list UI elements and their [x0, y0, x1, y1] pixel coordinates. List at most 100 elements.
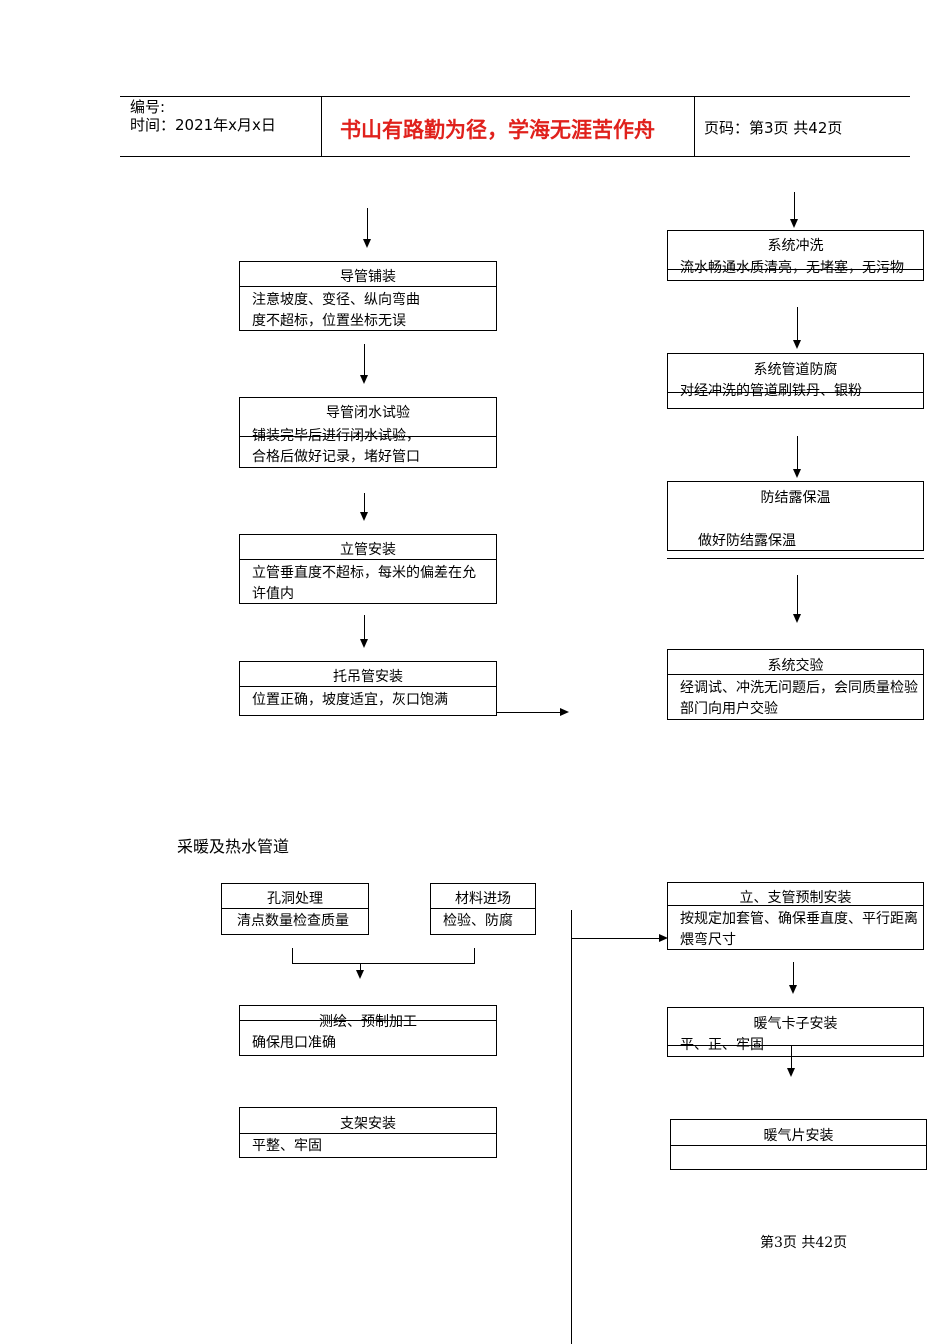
flow-arrow: [797, 436, 798, 470]
step-title: 系统冲洗: [767, 238, 824, 254]
box-divider: [240, 559, 496, 560]
step-title: 导管闭水试验: [326, 405, 410, 421]
step-hole-treatment: 孔洞处理 清点数量检查质量: [221, 883, 369, 935]
step-title: 托吊管安装: [333, 669, 403, 685]
flow-arrow: [364, 615, 365, 640]
box-divider: [240, 286, 496, 287]
box-divider: [240, 1133, 496, 1134]
step-desc-line: 检验、防腐: [443, 913, 513, 929]
step-title: 暖气片安装: [763, 1128, 834, 1144]
step-system-acceptance: 系统交验 经调试、冲洗无问题后，会同质量检验 部门向用户交验: [667, 649, 924, 720]
box-divider: [240, 686, 496, 687]
arrow-head-icon: [789, 985, 797, 994]
header-divider-1: [321, 96, 322, 157]
arrow-head-icon: [659, 934, 668, 942]
arrow-head-icon: [793, 340, 801, 349]
doc-time-label: 时间：2021年x月x日: [130, 116, 276, 134]
step-desc-line: 铺装完毕后进行闭水试验，: [252, 428, 420, 444]
flow-arrow: [360, 963, 361, 971]
step-title: 测绘、预制加工: [319, 1014, 417, 1030]
header-top-rule: [120, 96, 910, 97]
step-title: 防结露保温: [760, 490, 831, 506]
step-desc-line: 度不超标，位置坐标无误: [252, 313, 406, 329]
flow-connector: [571, 910, 572, 1344]
step-desc-line: 确保甩口准确: [252, 1035, 336, 1051]
step-radiator-clamp: 暖气卡子安装 平、正、牢固: [667, 1007, 924, 1057]
step-desc-line: 合格后做好记录，堵好管口: [252, 449, 420, 465]
arrow-head-icon: [787, 1068, 795, 1077]
step-desc-line: 部门向用户交验: [680, 701, 778, 717]
box-divider: [431, 908, 535, 909]
flow-arrow: [797, 575, 798, 615]
flow-arrow: [571, 938, 659, 939]
arrow-head-icon: [793, 469, 801, 478]
step-title: 立、支管预制安装: [739, 890, 852, 906]
arrow-head-icon: [356, 970, 364, 979]
header-bottom-rule: [120, 156, 910, 157]
step-title: 导管铺装: [340, 269, 396, 285]
step-title: 立管安装: [340, 542, 396, 558]
step-desc-line: 经调试、冲洗无问题后，会同质量检验: [680, 680, 918, 696]
box-divider: [668, 269, 923, 270]
step-title: 系统管道防腐: [753, 362, 838, 378]
step-radiator-install: 暖气片安装: [670, 1119, 927, 1170]
flow-arrow: [797, 307, 798, 341]
arrow-head-icon: [360, 512, 368, 521]
step-desc-line: 立管垂直度不超标，每米的偏差在允: [252, 565, 476, 581]
flow-arrow: [364, 493, 365, 513]
box-divider: [240, 436, 496, 437]
arrow-head-icon: [360, 375, 368, 384]
step-desc-line: 注意坡度、变径、纵向弯曲: [252, 292, 420, 308]
merge-connector: [292, 948, 293, 964]
step-title: 系统交验: [767, 658, 824, 674]
step-title: 支架安装: [340, 1116, 396, 1132]
step-desc-line: 做好防结露保温: [698, 533, 796, 549]
box-divider: [668, 905, 923, 906]
box-divider: [671, 1145, 926, 1146]
box-divider: [222, 908, 368, 909]
step-pipe-anticorrosion: 系统管道防腐 对经冲洗的管道刷铁丹、银粉: [667, 353, 924, 409]
flow-arrow: [794, 192, 795, 220]
merge-connector: [474, 948, 475, 964]
header-divider-2: [694, 96, 695, 157]
page-footer: 第3页 共42页: [760, 1235, 848, 1251]
step-title: 暖气卡子安装: [753, 1016, 838, 1032]
step-title: 孔洞处理: [267, 891, 323, 907]
flow-arrow: [791, 1045, 792, 1069]
flow-arrow: [497, 712, 561, 713]
arrow-head-icon: [363, 239, 371, 248]
step-desc-line: 许值内: [252, 586, 294, 602]
step-conduit-laying: 导管铺装 注意坡度、变径、纵向弯曲 度不超标，位置坐标无误: [239, 261, 497, 331]
doc-number-label: 编号:: [130, 98, 166, 116]
step-title: 材料进场: [455, 891, 511, 907]
step-material-entry: 材料进场 检验、防腐: [430, 883, 536, 935]
step-desc-line: 按规定加套管、确保垂直度、平行距离: [680, 911, 918, 927]
step-desc-line: 煨弯尺寸: [680, 932, 736, 948]
arrow-head-icon: [560, 708, 569, 716]
step-hanger-pipe-install: 托吊管安装 位置正确，坡度适宜，灰口饱满: [239, 661, 497, 716]
flow-arrow: [793, 962, 794, 986]
box-divider: [668, 392, 923, 393]
step-desc-line: 流水畅通水质清亮，无堵塞，无污物: [680, 260, 904, 276]
flow-arrow: [367, 208, 368, 240]
step-closed-water-test: 导管闭水试验 铺装完毕后进行闭水试验， 合格后做好记录，堵好管口: [239, 397, 497, 468]
step-desc-line: 平整、牢固: [252, 1138, 322, 1154]
step-desc-line: 清点数量检查质量: [237, 913, 349, 929]
arrow-head-icon: [790, 219, 798, 228]
section-heading: 采暖及热水管道: [177, 837, 290, 856]
page-indicator: 页码：第3页 共42页: [704, 119, 843, 137]
step-desc-line: 平、正、牢固: [680, 1037, 764, 1053]
step-bracket-install: 支架安装 平整、牢固: [239, 1107, 497, 1158]
step-survey-prefab: 测绘、预制加工 确保甩口准确: [239, 1005, 497, 1056]
step-system-flushing: 系统冲洗 流水畅通水质清亮，无堵塞，无污物: [667, 230, 924, 281]
merge-connector: [292, 963, 475, 964]
arrow-head-icon: [360, 639, 368, 648]
box-divider: [240, 1020, 496, 1021]
step-riser-install: 立管安装 立管垂直度不超标，每米的偏差在允 许值内: [239, 534, 497, 604]
box-divider: [668, 674, 923, 675]
step-riser-branch-prefab: 立、支管预制安装 按规定加套管、确保垂直度、平行距离 煨弯尺寸: [667, 882, 924, 950]
step-desc-line: 对经冲洗的管道刷铁丹、银粉: [680, 383, 862, 399]
arrow-head-icon: [793, 614, 801, 623]
step-desc-line: 位置正确，坡度适宜，灰口饱满: [252, 692, 448, 708]
header-motto: 书山有路勤为径，学海无涯苦作舟: [340, 118, 655, 142]
